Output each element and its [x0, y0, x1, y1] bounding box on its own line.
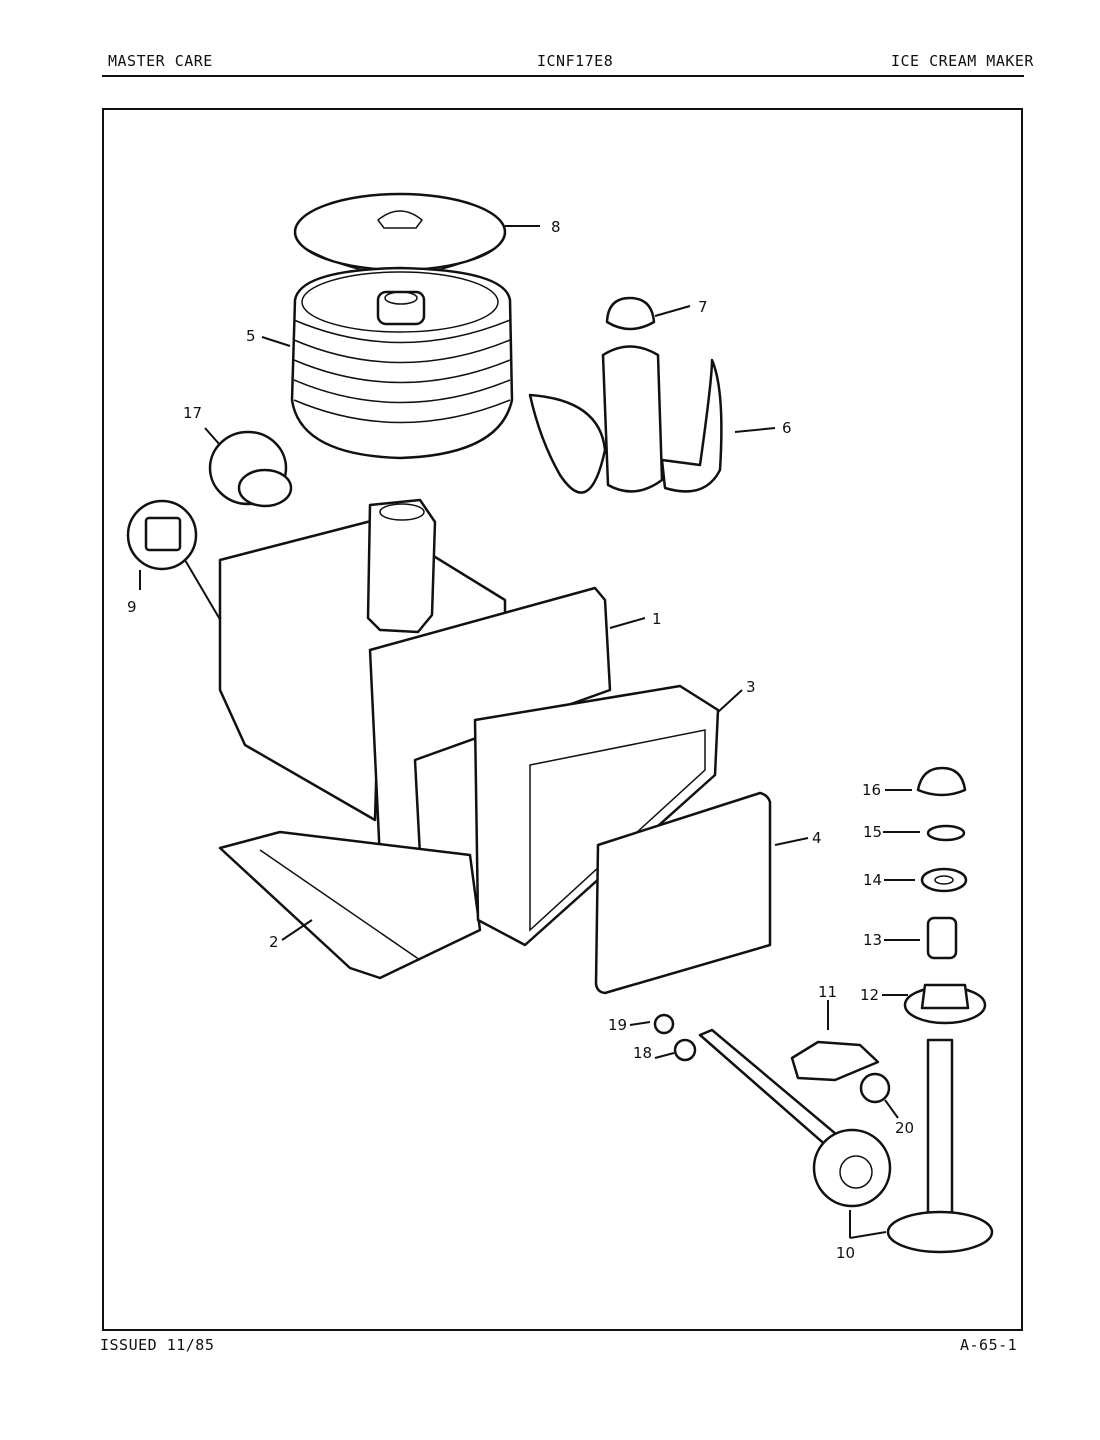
part-15-clip: [883, 824, 966, 842]
callout-18: 18: [633, 1044, 652, 1062]
diagram-frame: [102, 108, 1023, 1331]
part-20-ring: [859, 1072, 899, 1119]
callout-16: 16: [862, 781, 881, 799]
part-4-gasket: [594, 791, 809, 995]
callout-11: 11: [818, 983, 837, 1001]
part-5-canister: [261, 266, 514, 460]
part-12-gear-nut: [882, 983, 987, 1025]
footer-issued: ISSUED 11/85: [100, 1336, 215, 1354]
part-7-cap: [605, 296, 691, 331]
callout-17: 17: [183, 404, 202, 422]
part-6-dasher: [528, 345, 776, 494]
part-10-gears: [698, 1028, 994, 1254]
part-18-washer: [654, 1038, 697, 1062]
callout-6: 6: [782, 419, 792, 437]
callout-2: 2: [269, 933, 279, 951]
footer-page-code: A-65-1: [960, 1336, 1018, 1354]
callout-4: 4: [812, 829, 822, 847]
callout-7: 7: [698, 298, 708, 316]
callout-12: 12: [860, 986, 879, 1004]
part-14-washer: [884, 867, 968, 893]
header-product: ICE CREAM MAKER: [891, 52, 1034, 70]
callout-8: 8: [551, 218, 561, 236]
callout-15: 15: [863, 823, 882, 841]
part-9-switch: [126, 499, 226, 629]
part-3-panel: [473, 684, 743, 947]
part-11-bracket: [790, 1000, 880, 1082]
header-model: ICNF17E8: [537, 52, 614, 70]
callout-1: 1: [652, 610, 662, 628]
callout-13: 13: [863, 931, 882, 949]
header-rule: [102, 75, 1024, 77]
callout-3: 3: [746, 678, 756, 696]
part-17-knob: [204, 427, 293, 508]
header-brand: MASTER CARE: [108, 52, 213, 70]
callout-9: 9: [127, 598, 137, 616]
callout-10: 10: [836, 1244, 855, 1262]
part-13-bushing: [884, 916, 958, 960]
callout-14: 14: [863, 871, 882, 889]
part-16-cap: [885, 766, 967, 797]
callout-5: 5: [246, 327, 256, 345]
part-2-base: [218, 830, 482, 980]
part-8-lid: [293, 192, 540, 275]
part-19-nut: [629, 1013, 675, 1035]
callout-19: 19: [608, 1016, 627, 1034]
callout-20: 20: [895, 1119, 914, 1137]
